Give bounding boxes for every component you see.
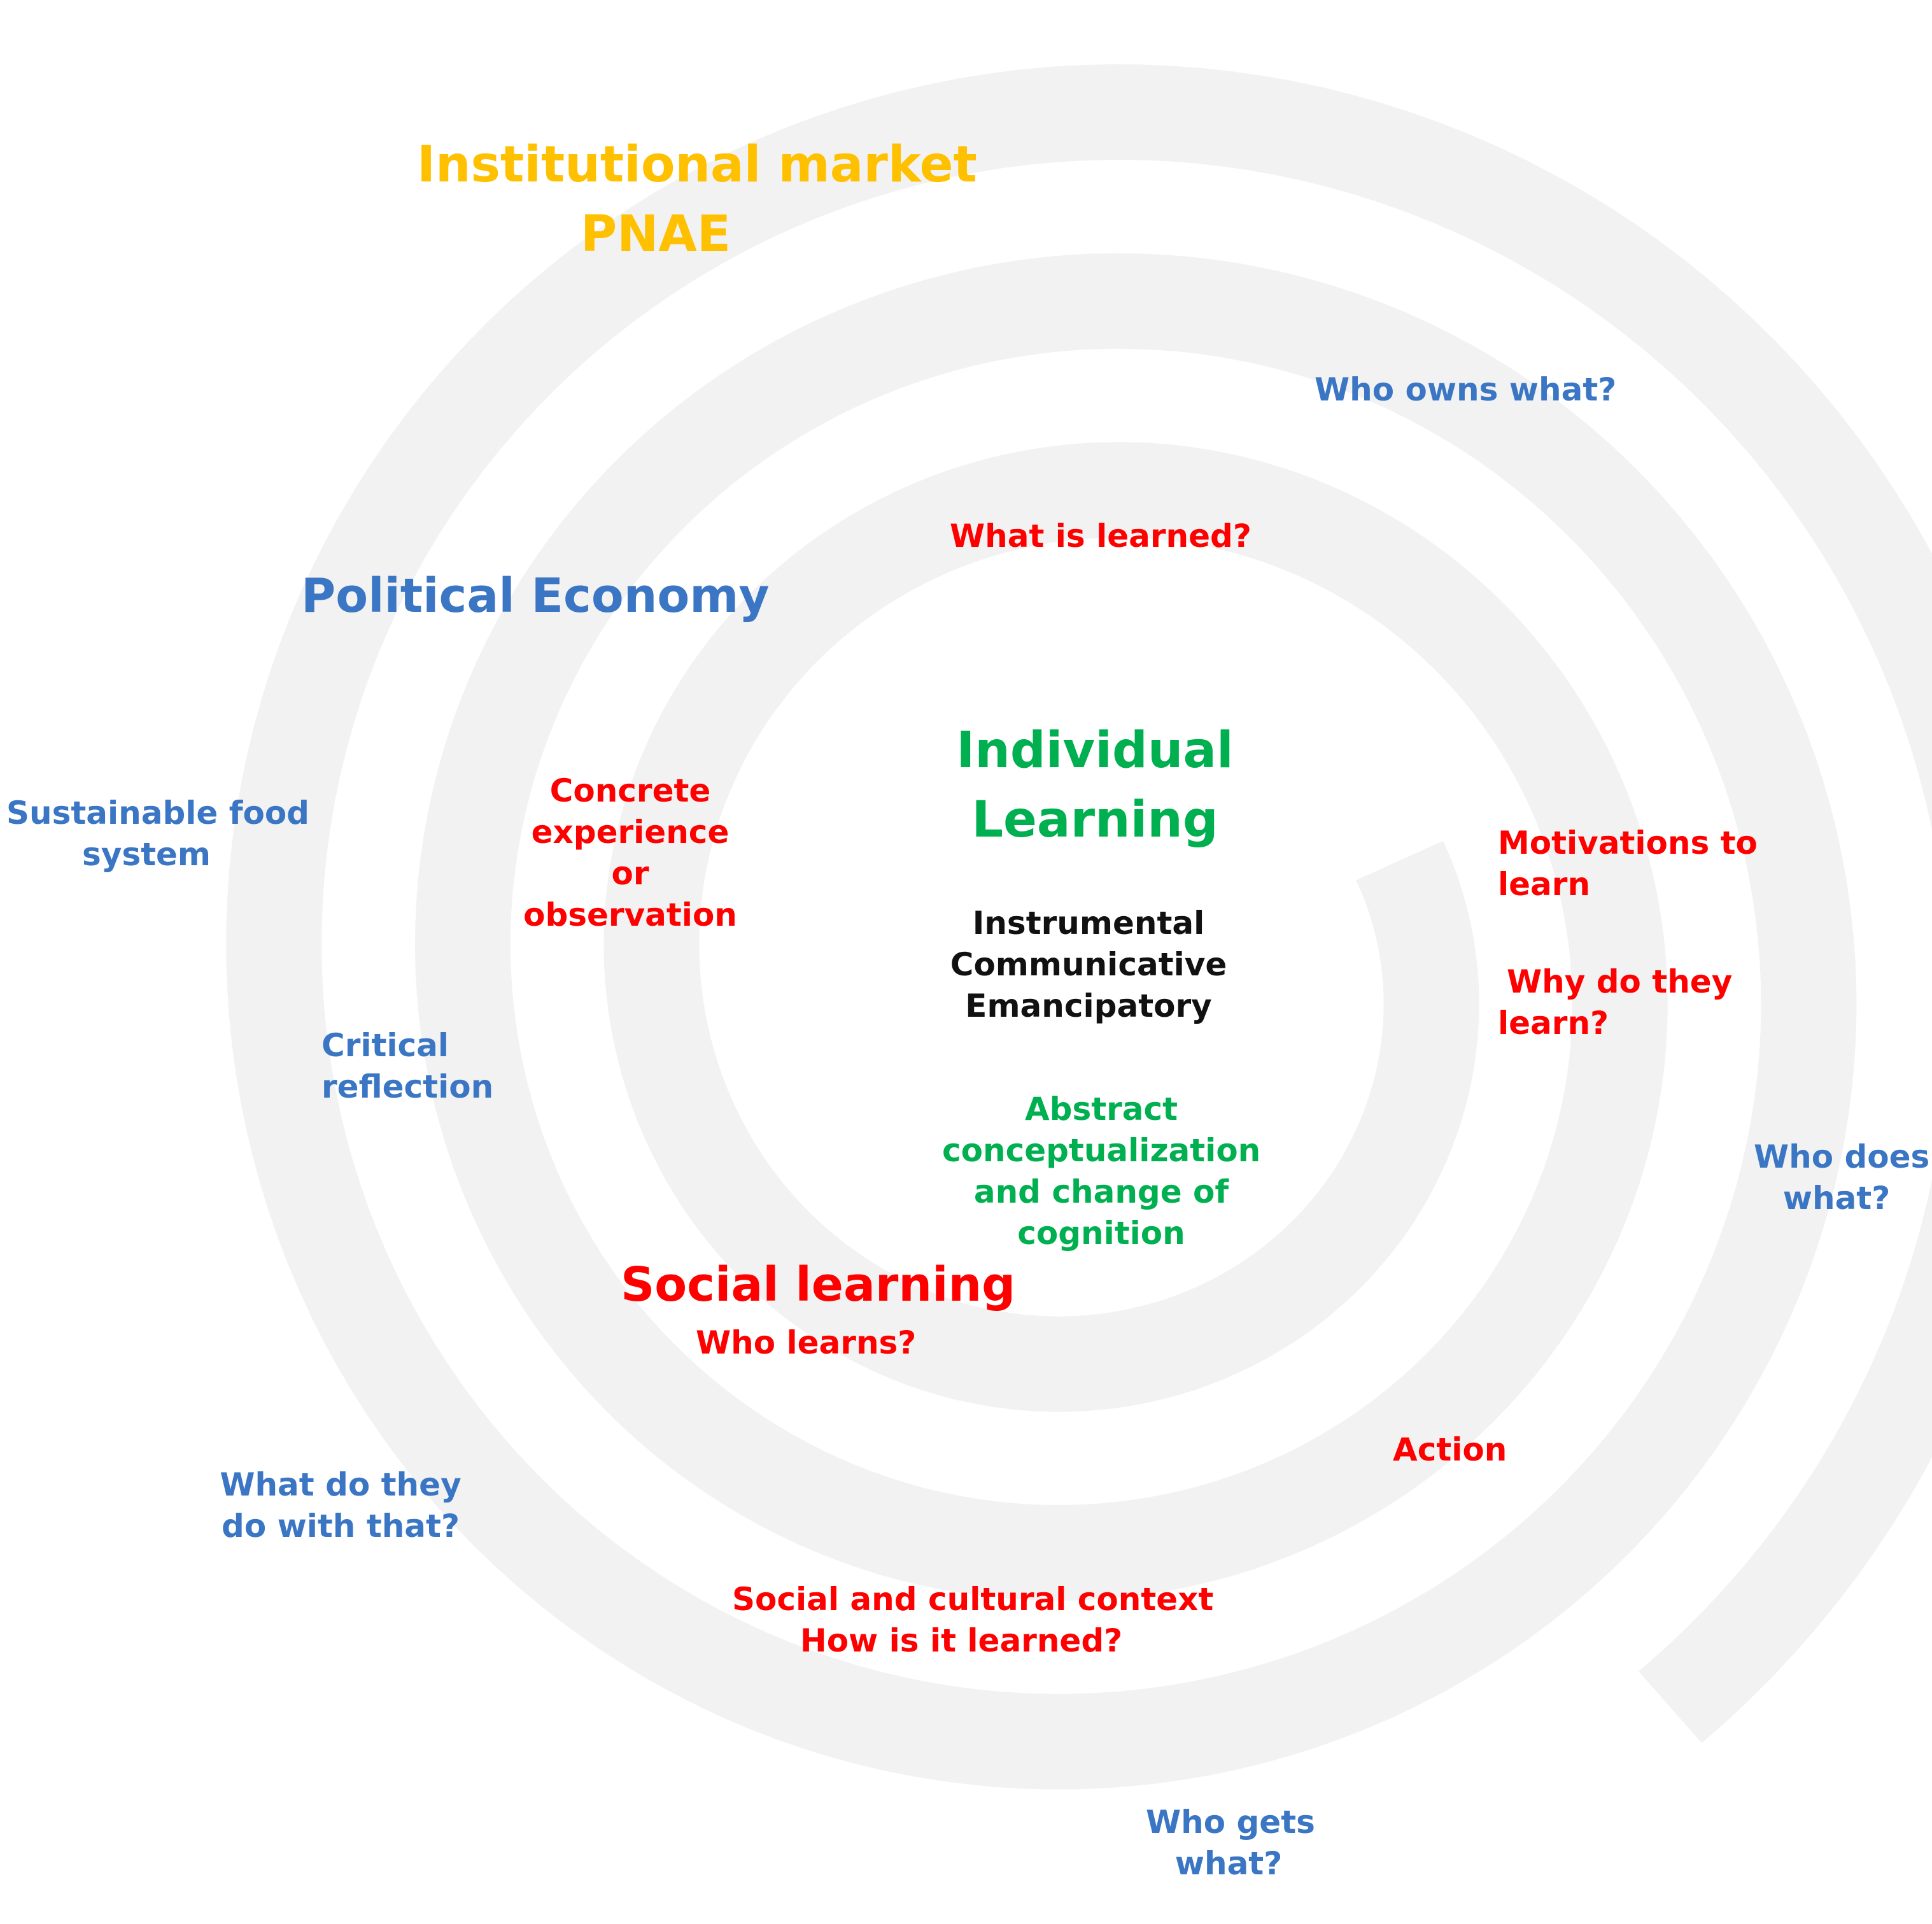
individual-learning-line-2: Learning [971,791,1218,849]
who-owns-what-label: Who owns what? [1315,369,1616,411]
social-cultural-context-line-1: Social and cultural context [732,1581,1214,1618]
who-gets-what-line-1: Who gets [1146,1804,1315,1841]
what-is-learned-label: What is learned? [950,516,1252,557]
concrete-experience-line-1: Concrete [549,772,711,809]
critical-reflection-line-1: Critical [321,1027,449,1064]
institutional-market-label: Institutional market PNAE [417,131,977,269]
what-do-they-do-label: What do they do with that? [216,1464,465,1547]
who-does-what-label: Who does what? [1754,1136,1930,1219]
what-do-they-do-line-2: do with that? [222,1508,460,1545]
who-learns-text: Who learns? [696,1324,917,1361]
concrete-experience-line-2: experience [531,814,730,851]
learning-type-communicative: Communicative [950,946,1227,983]
motivations-line-1: Motivations to [1498,824,1758,861]
concrete-experience-label: Concrete experience or observation [516,770,745,936]
critical-reflection-line-2: reflection [321,1068,494,1105]
abstract-line-2: conceptualization [942,1132,1261,1169]
political-economy-title: Political Economy [301,565,770,626]
social-cultural-context-line-2: How is it learned? [800,1622,1123,1659]
what-is-learned-text: What is learned? [950,518,1252,555]
individual-learning-line-1: Individual [956,722,1234,779]
concrete-experience-line-4: observation [523,896,737,933]
social-learning-title: Social learning [621,1254,1015,1315]
sustainable-food-system-label: Sustainable food system [6,793,309,875]
who-learns-label: Who learns? [696,1322,916,1364]
why-do-they-learn-line-1: Why do they [1507,963,1733,1000]
social-learning-text: Social learning [621,1257,1016,1312]
who-gets-what-line-2: what? [1174,1845,1283,1882]
spiral-band [226,64,1932,1790]
who-does-what-line-1: Who does [1754,1138,1930,1175]
who-does-what-line-2: what? [1782,1180,1891,1217]
abstract-line-4: cognition [1017,1215,1185,1252]
learning-types-label: Instrumental Communicative Emancipatory [936,903,1241,1027]
learning-type-emancipatory: Emancipatory [965,987,1212,1024]
political-economy-text: Political Economy [301,569,770,623]
action-text: Action [1393,1431,1507,1468]
learning-type-instrumental: Instrumental [972,905,1205,942]
who-owns-what-text: Who owns what? [1315,371,1617,408]
what-do-they-do-line-1: What do they [220,1466,462,1503]
social-cultural-context-label: Social and cultural context How is it le… [732,1579,1214,1662]
sustainable-food-system-line-1: Sustainable food [6,795,309,831]
abstract-line-3: and change of [973,1173,1229,1210]
who-gets-what-label: Who gets what? [1146,1802,1315,1885]
institutional-market-line-2: PNAE [580,206,731,264]
why-do-they-learn-line-2: learn? [1498,1005,1609,1042]
concrete-experience-line-3: or [611,855,649,892]
motivations-label: Motivations to learn [1498,823,1758,905]
sustainable-food-system-line-2: system [81,836,211,873]
critical-reflection-label: Critical reflection [321,1025,493,1108]
motivations-line-2: learn [1498,866,1591,903]
abstract-line-1: Abstract [1024,1091,1178,1128]
institutional-market-line-1: Institutional market [417,136,977,194]
why-do-they-learn-label: Why do they learn? [1498,961,1732,1044]
action-label: Action [1393,1429,1507,1471]
individual-learning-title: Individual Learning [936,716,1254,855]
abstract-conceptualization-label: Abstract conceptualization and change of… [942,1089,1260,1254]
